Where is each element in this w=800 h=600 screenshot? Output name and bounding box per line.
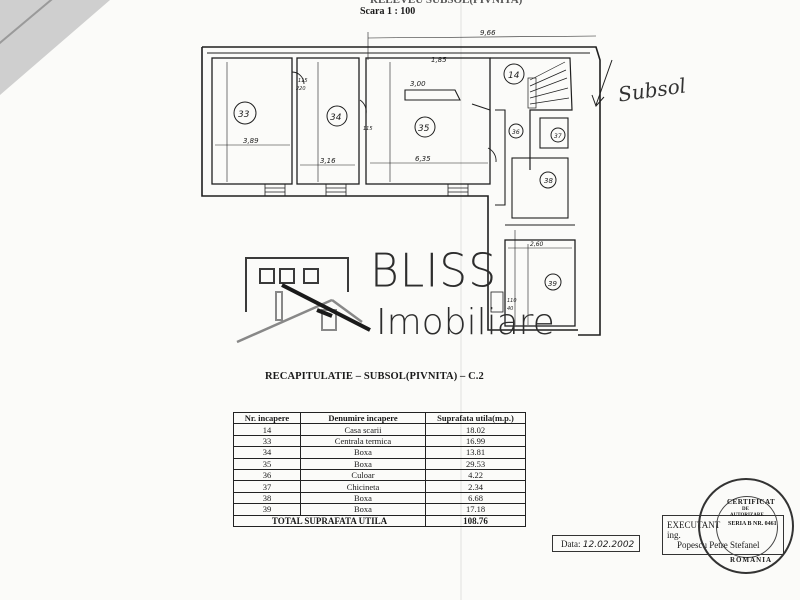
room-number: 33 [233,434,301,448]
stamp-country-text: ROMANIA [730,556,772,564]
room-area: 29.53 [425,457,526,470]
room-name: Boxa [300,446,426,459]
room-area: 2.34 [425,480,526,493]
room-area: 17.18 [425,503,526,516]
room-area: 6.68 [425,491,526,505]
col-header-area: Suprafata utila(m.p.) [425,411,526,425]
official-stamp [698,478,794,574]
overall-dimension-text: 9,66 [480,29,496,37]
stamp-de-text: DE [742,507,749,512]
folded-corner [0,0,110,95]
svg-text:39: 39 [548,280,557,288]
room-name: Boxa [300,491,426,505]
table-total-row: TOTAL SUPRAFATA UTILA 108.76 [233,514,526,527]
recap-title: RECAPITULATIE – SUBSOL(PIVNITA) – C.2 [265,371,484,382]
room-name: Boxa [300,503,426,516]
room-area: 16.99 [425,434,526,448]
svg-text:3,16: 3,16 [320,157,336,165]
svg-text:110: 110 [507,298,517,304]
room-number: 38 [233,491,301,505]
svg-text:14: 14 [508,71,520,81]
svg-text:6,35: 6,35 [415,155,431,163]
svg-text:40: 40 [507,306,513,312]
date-value: 12.02.2002 [582,540,635,550]
room-area-table: Nr. incapere Denumire incapere Suprafata… [233,411,526,527]
svg-text:115: 115 [363,126,373,132]
svg-text:37: 37 [554,133,562,140]
date-box: Data: 12.02.2002 [552,535,640,552]
col-header-room-name: Denumire incapere [300,411,426,425]
table-header-row: Nr. incapere Denumire incapere Suprafata… [233,411,526,425]
room-number: 34 [233,446,301,459]
total-value: 108.76 [425,514,526,527]
total-label: TOTAL SUPRAFATA UTILA [233,514,426,527]
watermark-brand: BLISS [370,244,498,299]
room-name: Chicineta [300,480,426,493]
svg-text:3,00: 3,00 [410,80,426,88]
paper-crease [460,0,462,600]
room-number: 37 [233,480,301,493]
svg-text:115: 115 [298,78,308,84]
room-name: Centrala termica [300,434,426,448]
svg-text:3,89: 3,89 [243,137,259,145]
scale-label: Scara 1 : 100 [360,6,416,17]
executant-label: EXECUTANT [667,520,721,530]
svg-text:34: 34 [330,113,342,123]
room-number: 14 [233,423,301,436]
watermark-subtitle: Imobiliare [376,302,555,343]
room-name: Culoar [300,468,426,482]
room-name: Boxa [300,457,426,470]
col-header-room-number: Nr. incapere [233,411,301,425]
stamp-authorization-text: AUTORIZARE [730,513,764,518]
svg-text:33: 33 [238,110,250,120]
svg-text:2,60: 2,60 [530,241,544,248]
bliss-logo-icon [236,257,371,344]
svg-text:1,85: 1,85 [431,56,447,64]
room-area: 4.22 [425,468,526,482]
room-number: 36 [233,468,301,482]
stamp-series-text: SERIA B NR. 0461 [728,521,777,527]
room-area: 18.02 [425,423,526,436]
room-number: 39 [233,503,301,516]
executant-title: ing. [667,530,681,540]
room-name: Casa scarii [300,423,426,436]
header-title: RELEVEU SUBSOL(PIVNITA) [370,0,523,6]
stamp-certificate-text: CERTIFICAT [727,498,776,506]
svg-text:38: 38 [544,177,553,185]
svg-text:36: 36 [512,129,520,136]
svg-text:35: 35 [418,124,430,134]
room-area: 13.81 [425,446,526,459]
svg-text:220: 220 [296,86,306,92]
room-number: 35 [233,457,301,470]
date-label: Data: [561,539,581,549]
